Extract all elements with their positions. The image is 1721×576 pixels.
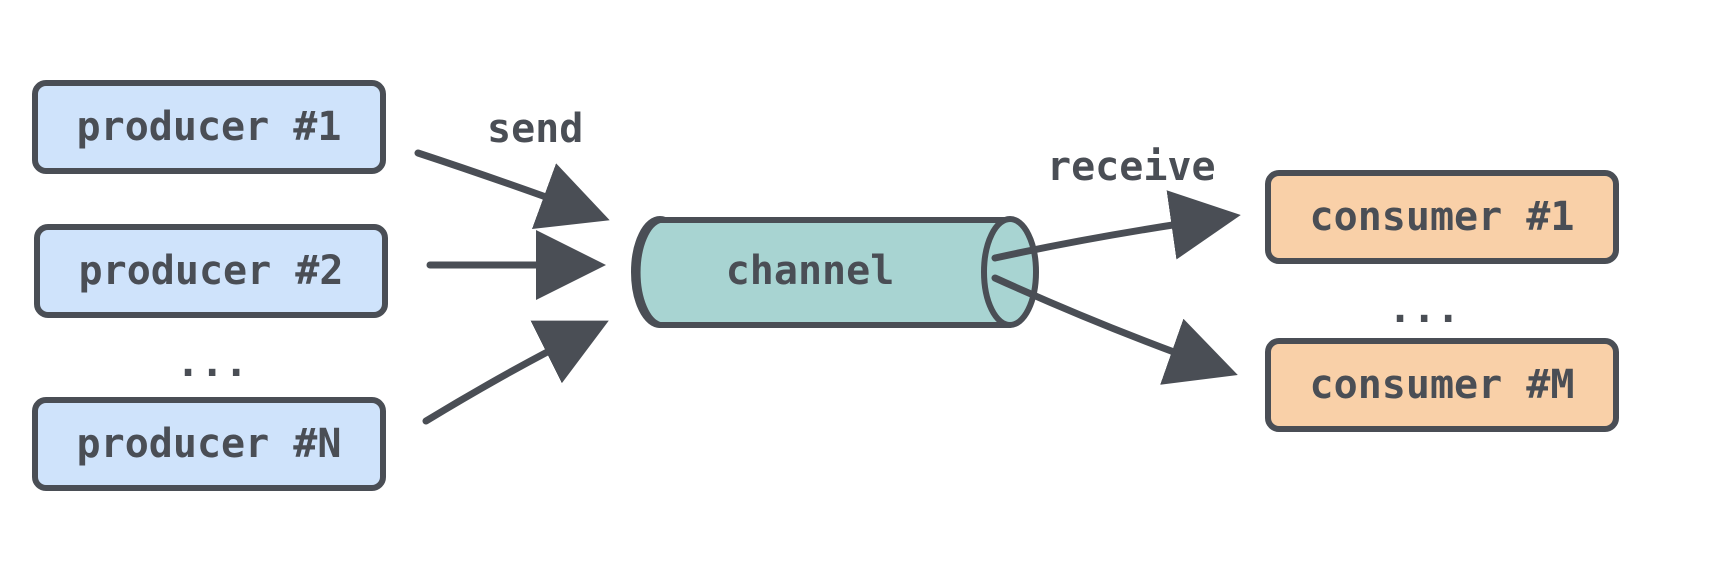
consumer-box-M: consumer #M [1265,338,1619,432]
receive-arrows [991,190,1241,385]
channel-cylinder [631,216,1039,328]
consumer-ellipsis: ... [1388,286,1461,332]
receive-label: receive [1047,144,1216,190]
arrow-producer-1 [414,149,610,229]
arrow-consumer-1 [991,190,1241,262]
arrow-consumer-M [991,274,1238,385]
consumer-label-M: consumer #M [1309,362,1575,408]
producer-ellipsis: ... [176,340,249,386]
producer-box-1: producer #1 [32,80,386,174]
send-arrows [414,149,610,425]
producer-label-1: producer #1 [76,104,342,150]
producer-box-2: producer #2 [34,224,388,318]
send-label: send [487,106,584,152]
producer-label-N: producer #N [76,421,342,467]
consumer-label-1: consumer #1 [1309,194,1575,240]
channel-label: channel [725,248,895,294]
arrow-producer-N [422,320,609,425]
producer-label-2: producer #2 [78,248,344,294]
consumer-box-1: consumer #1 [1265,170,1619,264]
producer-box-N: producer #N [32,397,386,491]
